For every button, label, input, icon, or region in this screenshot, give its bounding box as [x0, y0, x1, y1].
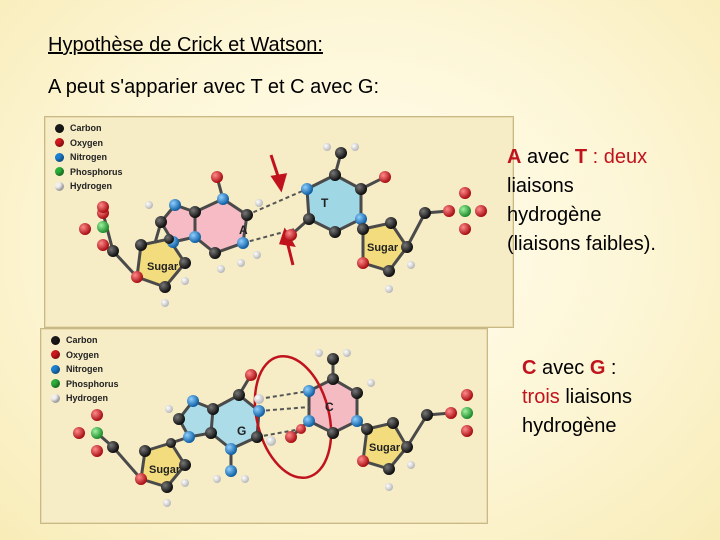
caption-liaisons: liaisons: [560, 386, 632, 408]
legend-item-oxygen: Oxygen: [55, 136, 123, 151]
base-t-label: T: [321, 196, 329, 210]
caption-base-g: G: [590, 357, 606, 379]
sugar-left-label: Sugar: [147, 261, 179, 273]
hydrogen-dot-icon: [55, 182, 64, 191]
figure-cg-pair: Carbon Oxygen Nitrogen Phosphorus Hydrog…: [40, 328, 488, 524]
legend-item-carbon: Carbon: [51, 333, 119, 348]
caption-avec: avec: [536, 357, 589, 379]
nitrogen-dot-icon: [55, 153, 64, 162]
carbon-dot-icon: [51, 336, 60, 345]
carbon-dot-icon: [55, 124, 64, 133]
caption-trois: trois: [522, 386, 560, 408]
legend-item-phosphorus: Phosphorus: [51, 377, 119, 392]
caption-at-line3: hydrogène: [507, 201, 707, 230]
caption-colon: :: [605, 357, 616, 379]
oxygen-dot-icon: [55, 138, 64, 147]
oxygen-dot-icon: [51, 350, 60, 359]
phosphorus-dot-icon: [55, 167, 64, 176]
caption-at-line2: liaisons: [507, 172, 707, 201]
arrow-top-head: [273, 175, 285, 189]
figure-at-pair: Carbon Oxygen Nitrogen Phosphorus Hydrog…: [44, 116, 514, 328]
base-g-label: G: [237, 424, 246, 438]
atom-legend-2: Carbon Oxygen Nitrogen Phosphorus Hydrog…: [51, 333, 119, 406]
caption-at-line1: A avec T : deux: [507, 143, 707, 172]
caption-base-c: C: [522, 357, 536, 379]
atom-legend: Carbon Oxygen Nitrogen Phosphorus Hydrog…: [55, 121, 123, 194]
atoms-cg: [73, 349, 473, 507]
legend-item-hydrogen: Hydrogen: [55, 179, 123, 194]
caption-cg-line2: trois liaisons: [522, 383, 712, 412]
legend-item-carbon: Carbon: [55, 121, 123, 136]
caption-cg-line1: C avec G :: [522, 354, 712, 383]
slide-title: Hypothèse de Crick et Watson:: [48, 34, 323, 57]
sugar-right-label: Sugar: [367, 242, 399, 254]
phosphorus-dot-icon: [51, 379, 60, 388]
legend-item-oxygen: Oxygen: [51, 348, 119, 363]
caption-cg-line3: hydrogène: [522, 412, 712, 441]
slide-subtitle: A peut s'apparier avec T et C avec G:: [48, 76, 379, 99]
h-bond-1: [259, 391, 309, 399]
caption-base-a: A: [507, 146, 521, 168]
caption-at-pair: A avec T : deux liaisons hydrogène (liai…: [507, 143, 707, 259]
legend-item-nitrogen: Nitrogen: [55, 150, 123, 165]
caption-at-line4: (liaisons faibles).: [507, 230, 707, 259]
legend-item-nitrogen: Nitrogen: [51, 362, 119, 377]
h-bond-2: [259, 407, 309, 411]
atoms-at: [79, 143, 487, 307]
caption-avec: avec: [521, 146, 574, 168]
legend-item-phosphorus: Phosphorus: [55, 165, 123, 180]
caption-base-t: T: [575, 146, 587, 168]
hydrogen-dot-icon: [51, 394, 60, 403]
nitrogen-dot-icon: [51, 365, 60, 374]
caption-cg-pair: C avec G : trois liaisons hydrogène: [522, 354, 712, 441]
sugar-left-label: Sugar: [149, 464, 181, 476]
base-c-label: C: [325, 400, 334, 414]
sugar-right-label: Sugar: [369, 442, 401, 454]
legend-item-hydrogen: Hydrogen: [51, 391, 119, 406]
caption-deux: : deux: [587, 146, 647, 168]
base-a-label: A: [239, 223, 248, 237]
